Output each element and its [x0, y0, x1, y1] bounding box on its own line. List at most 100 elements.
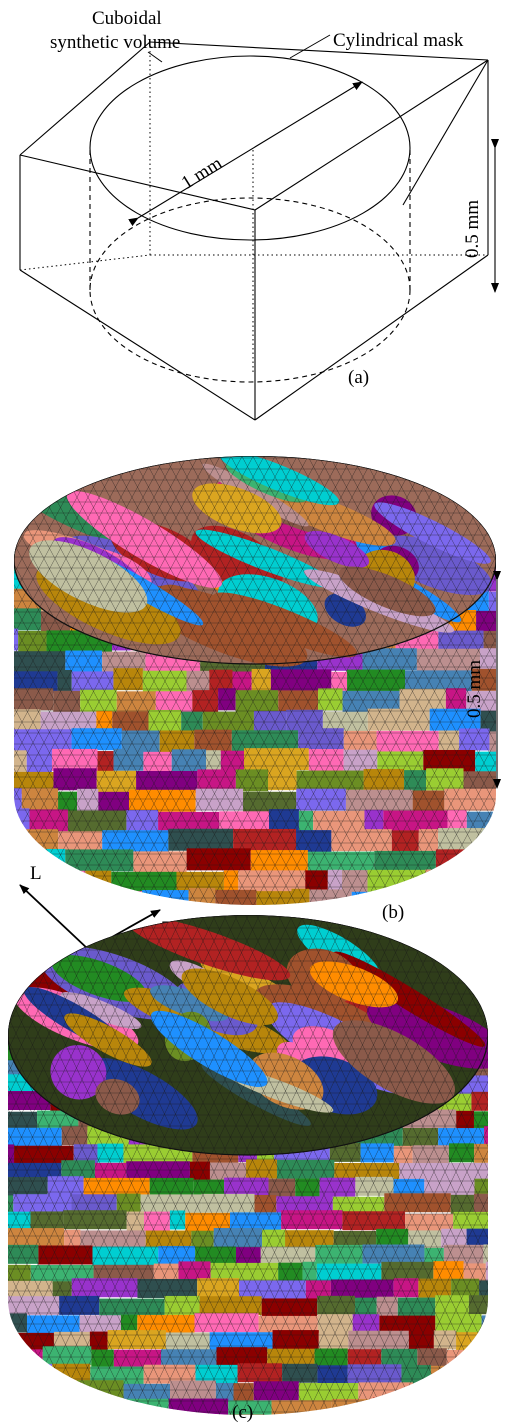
side-grain: [53, 690, 81, 713]
side-grain: [159, 730, 195, 753]
side-grain: [502, 552, 521, 574]
side-grain: [491, 1297, 521, 1316]
side-grain: [348, 1330, 409, 1350]
side-grain: [496, 1366, 521, 1385]
panel-b: 0.5 mm (b): [14, 456, 521, 923]
side-grain: [318, 688, 343, 711]
side-grain: [73, 1144, 98, 1164]
side-grain: [433, 1261, 464, 1281]
side-grain: [218, 688, 236, 711]
top-grain: [195, 529, 336, 588]
side-grain: [8, 1414, 61, 1415]
side-grain: [149, 1177, 194, 1197]
side-grain: [466, 1228, 488, 1248]
side-grain: [178, 1414, 194, 1415]
mesh-cylinder-b: [14, 456, 521, 913]
side-grain: [317, 1295, 356, 1315]
side-grain: [14, 808, 30, 831]
mesh-lines: [8, 915, 488, 1415]
side-grain: [425, 869, 488, 892]
side-grain: [82, 1400, 102, 1415]
side-grain: [296, 770, 364, 793]
side-grain: [471, 1091, 488, 1111]
side-grain: [201, 1193, 255, 1213]
side-grain: [235, 1247, 261, 1267]
side-grain: [503, 891, 521, 913]
side-grain: [483, 1244, 488, 1264]
side-grain: [477, 891, 496, 905]
side-grain: [243, 748, 309, 771]
panel-a: Cuboidal synthetic volume Cylindrical ma…: [19, 8, 499, 421]
top-grain: [367, 998, 488, 1069]
top-grain: [374, 502, 491, 564]
side-grain: [52, 1363, 91, 1383]
side-grain: [8, 1144, 15, 1164]
side-grain: [268, 1178, 296, 1198]
side-grain: [67, 810, 127, 833]
side-grain: [342, 690, 400, 713]
side-grain: [140, 1194, 202, 1214]
side-grain: [314, 1348, 348, 1368]
side-grain: [392, 1414, 454, 1415]
side-grain: [503, 751, 521, 773]
side-grain: [426, 1398, 488, 1415]
side-grain: [168, 1398, 229, 1415]
side-grain: [37, 870, 86, 893]
side-grain: [419, 888, 453, 905]
side-grain: [96, 770, 137, 793]
side-grain: [488, 591, 496, 614]
side-grain: [367, 869, 426, 892]
side-grain: [435, 1295, 469, 1315]
side-grain: [209, 669, 233, 692]
side-grain: [14, 750, 27, 773]
side-grain: [446, 1349, 488, 1369]
side-grain: [452, 891, 478, 905]
side-grain: [494, 1027, 521, 1046]
side-grain: [373, 1397, 409, 1415]
side-grain: [8, 1280, 53, 1300]
side-grain: [195, 1246, 236, 1266]
side-grain: [98, 791, 129, 814]
side-grain: [14, 1145, 74, 1165]
side-grain: [14, 709, 41, 732]
side-grain: [260, 1246, 316, 1266]
side-grain: [282, 1363, 318, 1383]
side-grain: [61, 1126, 88, 1146]
side-grain: [482, 1330, 488, 1350]
side-grain: [490, 848, 496, 871]
side-grain: [213, 1227, 263, 1247]
side-grain: [490, 1399, 510, 1418]
side-grain: [402, 1128, 439, 1148]
side-grain: [451, 1278, 480, 1298]
panel-label-c: (c): [232, 1402, 253, 1423]
side-grain: [342, 870, 368, 893]
side-grain: [429, 708, 481, 731]
side-grain: [265, 1416, 333, 1425]
side-grain: [8, 1176, 48, 1196]
side-grain: [500, 770, 520, 792]
side-grain: [209, 1162, 247, 1182]
side-grain: [8, 1127, 62, 1147]
side-grain: [468, 1295, 488, 1315]
side-grain: [235, 769, 269, 792]
side-grain: [497, 1092, 521, 1111]
side-grain: [219, 811, 270, 834]
top-grain: [60, 992, 142, 1029]
side-grain: [194, 729, 232, 752]
side-grain: [291, 888, 310, 905]
top-grain: [309, 961, 399, 1008]
side-grain: [454, 1415, 477, 1425]
top-grain: [95, 1078, 140, 1115]
side-grain: [142, 890, 189, 905]
side-grain: [489, 1108, 521, 1127]
side-grain: [343, 730, 377, 753]
side-grain: [330, 1279, 394, 1299]
side-grain: [51, 748, 98, 771]
side-grain: [315, 1244, 363, 1264]
side-grain: [160, 1349, 217, 1369]
side-grain: [210, 1262, 279, 1282]
side-grain: [14, 651, 66, 674]
side-grain: [423, 749, 476, 772]
top-grain: [126, 916, 291, 981]
